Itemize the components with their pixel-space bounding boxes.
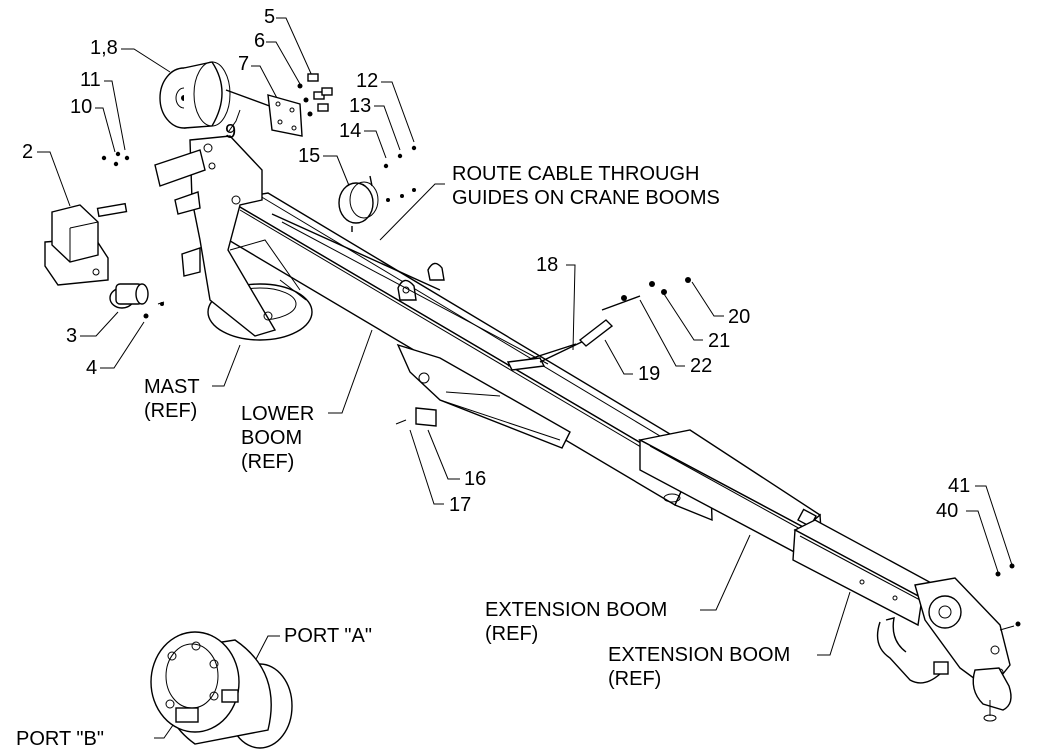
callout-1-8: 1,8 bbox=[90, 37, 118, 59]
callout-7: 7 bbox=[238, 53, 249, 75]
note-port-b: PORT "B" bbox=[16, 728, 104, 750]
cable-guide bbox=[338, 175, 379, 232]
callout-9: 9 bbox=[225, 121, 236, 143]
callout-19: 19 bbox=[638, 363, 660, 385]
note-mast-line2: (REF) bbox=[144, 400, 197, 422]
callout-22: 22 bbox=[690, 355, 712, 377]
note-extension-boom-1-line1: EXTENSION BOOM bbox=[485, 599, 667, 621]
callout-4: 4 bbox=[86, 357, 97, 379]
winch-motor bbox=[44, 202, 128, 286]
callout-labels: 5 6 7 1,8 11 10 2 9 12 13 14 15 3 4 18 2… bbox=[22, 6, 970, 522]
callout-14: 14 bbox=[339, 120, 361, 142]
wear-pad bbox=[395, 407, 437, 427]
callout-2: 2 bbox=[22, 141, 33, 163]
callout-20: 20 bbox=[728, 306, 750, 328]
motor-fittings bbox=[109, 283, 165, 319]
lower-boom bbox=[214, 192, 713, 522]
note-port-a: PORT "A" bbox=[284, 625, 372, 647]
callout-21: 21 bbox=[708, 330, 730, 352]
note-extension-boom-2-line1: EXTENSION BOOM bbox=[608, 644, 790, 666]
note-extension-boom-2-line2: (REF) bbox=[608, 668, 661, 690]
callout-40: 40 bbox=[936, 500, 958, 522]
note-lower-boom-line1: LOWER bbox=[241, 403, 314, 425]
note-mast-line1: MAST bbox=[144, 376, 200, 398]
callout-11: 11 bbox=[80, 69, 101, 91]
note-lower-boom-line2: BOOM bbox=[241, 427, 302, 449]
mast bbox=[154, 135, 313, 341]
note-route-cable-line2: GUIDES ON CRANE BOOMS bbox=[452, 187, 720, 209]
callout-12: 12 bbox=[356, 70, 378, 92]
callout-17: 17 bbox=[449, 494, 471, 516]
callout-18: 18 bbox=[536, 254, 558, 276]
callout-5: 5 bbox=[264, 6, 275, 28]
roller-assembly bbox=[506, 277, 691, 371]
fasteners bbox=[101, 73, 417, 202]
callout-6: 6 bbox=[254, 30, 265, 52]
callout-16: 16 bbox=[464, 468, 486, 490]
note-labels: ROUTE CABLE THROUGH GUIDES ON CRANE BOOM… bbox=[16, 163, 790, 750]
cable-reel bbox=[159, 61, 303, 137]
callout-41: 41 bbox=[948, 475, 970, 497]
extension-boom-2 bbox=[792, 519, 937, 627]
swivel-assembly bbox=[150, 631, 293, 749]
callout-13: 13 bbox=[349, 95, 371, 117]
note-extension-boom-1-line2: (REF) bbox=[485, 623, 538, 645]
boom-tip-sheave bbox=[876, 563, 1021, 722]
callout-10: 10 bbox=[70, 96, 92, 118]
callout-3: 3 bbox=[66, 325, 77, 347]
note-route-cable-line1: ROUTE CABLE THROUGH bbox=[452, 163, 699, 185]
callout-15: 15 bbox=[298, 145, 320, 167]
note-lower-boom-line3: (REF) bbox=[241, 451, 294, 473]
